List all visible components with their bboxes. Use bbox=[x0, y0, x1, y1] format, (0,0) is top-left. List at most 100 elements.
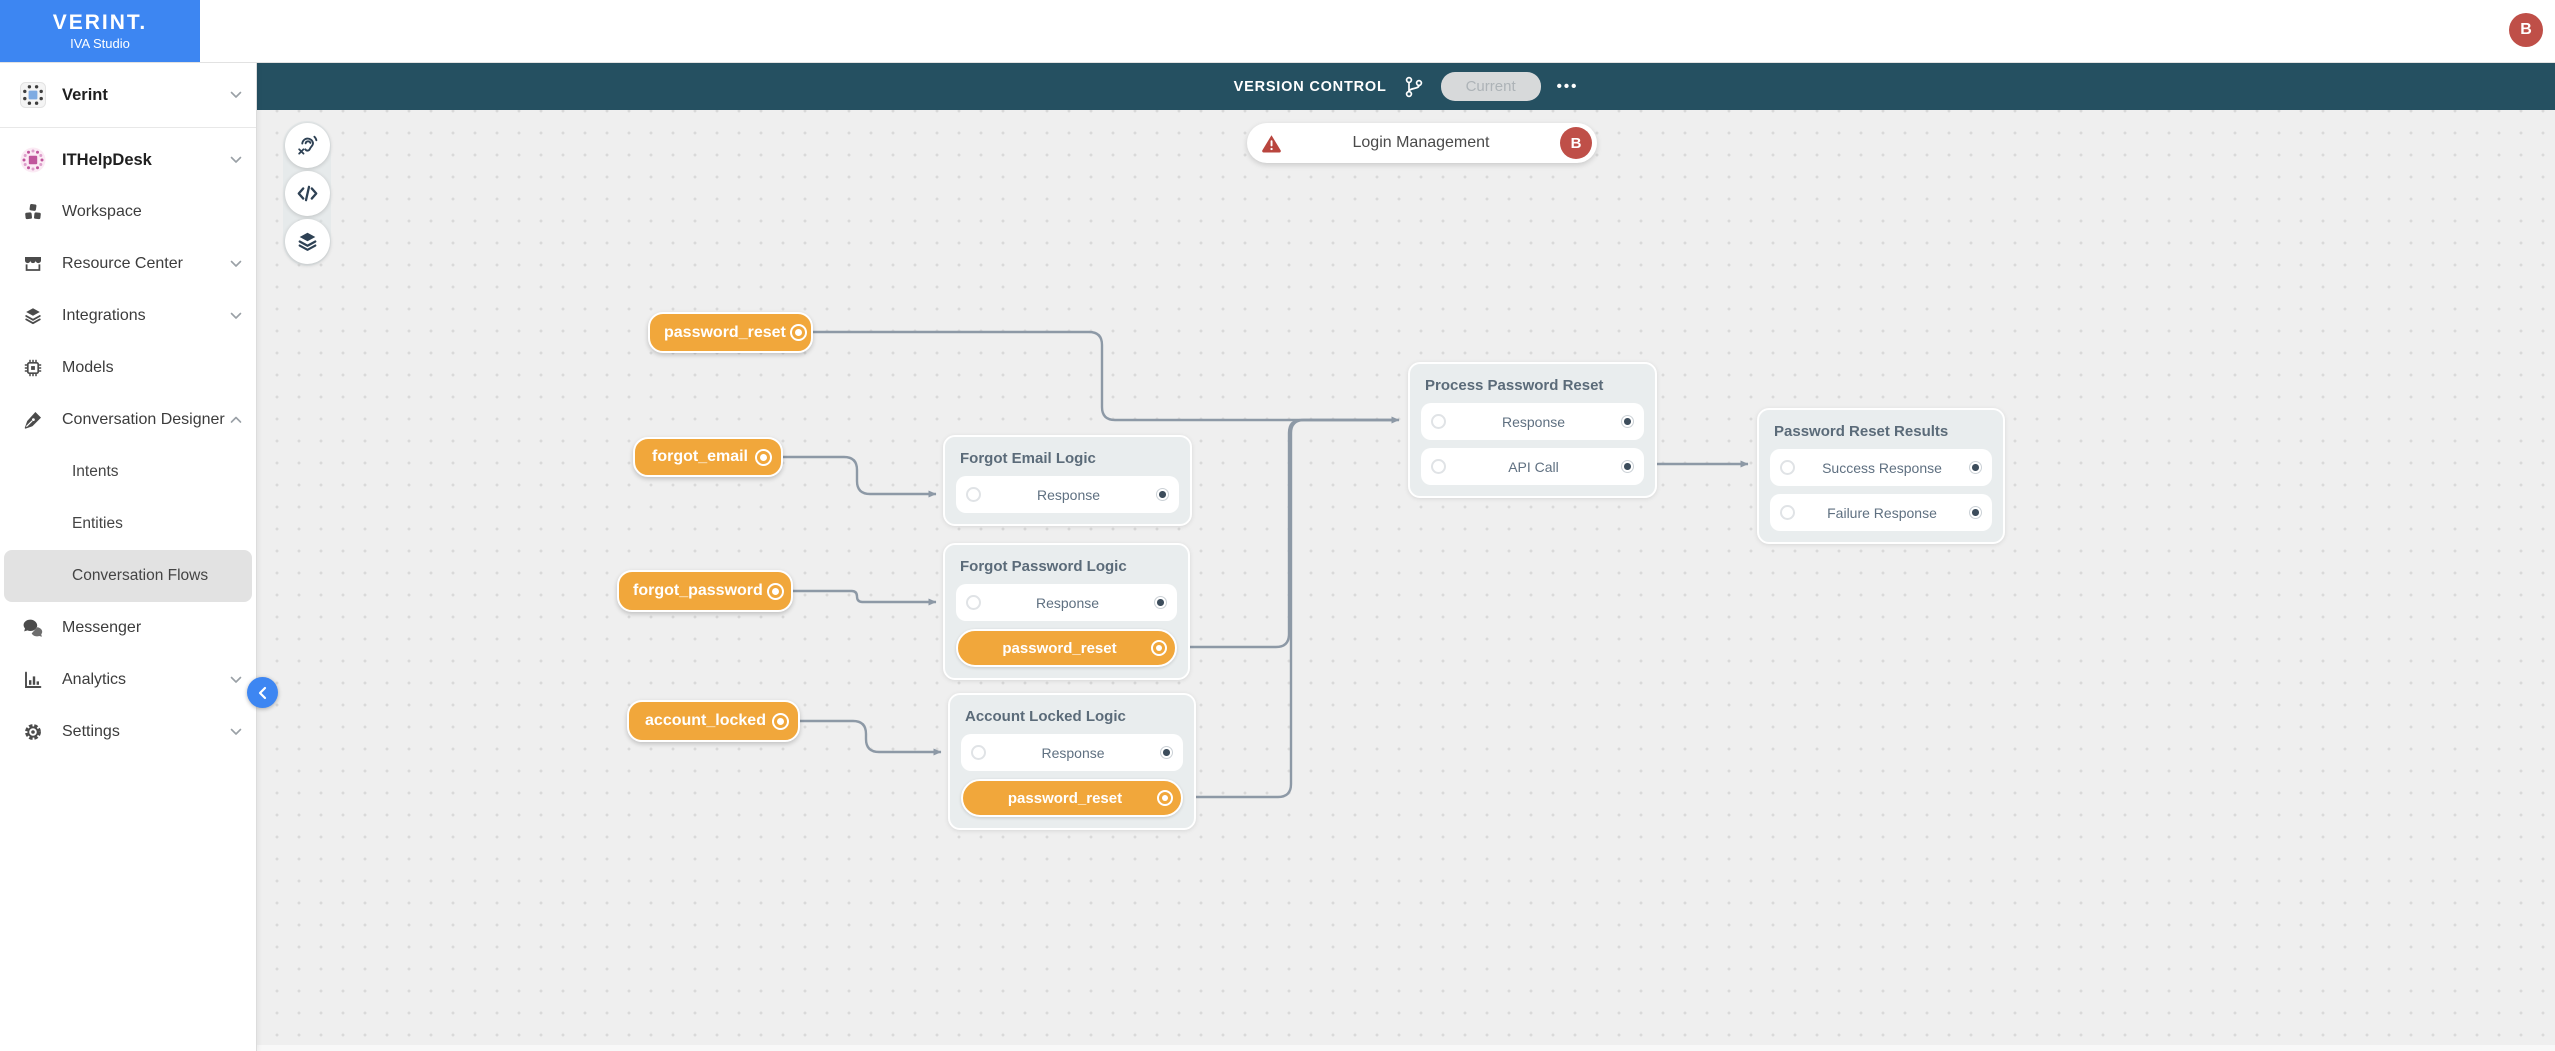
flow-edges bbox=[783, 330, 1749, 799]
intent-label: password_reset bbox=[664, 323, 786, 341]
intent-label: forgot_email bbox=[651, 448, 748, 465]
output-port-icon[interactable] bbox=[1969, 506, 1982, 519]
sidebar-item-settings[interactable]: Settings bbox=[0, 706, 256, 758]
sidebar-item-workspace[interactable]: Workspace bbox=[0, 186, 256, 238]
chevron-down-icon bbox=[230, 86, 242, 104]
output-port-icon[interactable] bbox=[766, 582, 784, 600]
intent-node-account-locked[interactable]: account_locked bbox=[627, 700, 800, 742]
panel-row-response[interactable]: Response bbox=[961, 734, 1183, 771]
input-port-icon[interactable] bbox=[1431, 414, 1446, 429]
panel-row-response[interactable]: Response bbox=[956, 476, 1179, 513]
sidebar-item-conversation-designer[interactable]: Conversation Designer bbox=[0, 394, 256, 446]
flow-owner-badge: B bbox=[1560, 127, 1592, 159]
panel-title: Process Password Reset bbox=[1425, 377, 1604, 394]
layers-button[interactable] bbox=[284, 219, 330, 264]
panel-row-response[interactable]: Response bbox=[956, 584, 1177, 621]
settings-icon bbox=[20, 719, 46, 745]
row-label: Response bbox=[1036, 486, 1101, 503]
sidebar-item-conversation-flows[interactable]: Conversation Flows bbox=[4, 550, 252, 602]
row-label: Failure Response bbox=[1827, 504, 1937, 521]
output-port-icon[interactable] bbox=[1621, 415, 1634, 428]
chevron-up-icon bbox=[230, 411, 242, 429]
sidebar-item-messenger[interactable]: Messenger bbox=[0, 602, 256, 654]
sidebar-item-ithelpdesk[interactable]: ITHelpDesk bbox=[0, 134, 256, 186]
flow-panel-process-password-reset[interactable]: Process Password Reset Response API Call bbox=[1408, 362, 1657, 498]
panel-intent-password-reset[interactable]: password_reset bbox=[961, 779, 1183, 817]
output-port-icon[interactable] bbox=[1154, 596, 1167, 609]
sidebar-item-label: ITHelpDesk bbox=[62, 150, 152, 169]
output-port-icon[interactable] bbox=[1621, 460, 1634, 473]
assistive-listening-button[interactable] bbox=[284, 123, 330, 168]
edge-forgot_password-to-panel bbox=[793, 589, 937, 606]
intent-node-password-reset[interactable]: password_reset bbox=[648, 312, 813, 353]
row-label: Success Response bbox=[1822, 459, 1942, 476]
sidebar-item-verint[interactable]: Verint bbox=[0, 69, 256, 121]
output-port-icon[interactable] bbox=[1151, 640, 1167, 656]
resource-center-icon bbox=[20, 251, 46, 277]
sidebar-item-intents[interactable]: Intents bbox=[0, 446, 256, 498]
ithelpdesk-app-icon bbox=[20, 147, 46, 173]
output-port-icon[interactable] bbox=[1156, 488, 1169, 501]
panel-intent-password-reset[interactable]: password_reset bbox=[956, 629, 1177, 667]
chevron-left-icon bbox=[258, 686, 267, 699]
flow-panel-forgot-email-logic[interactable]: Forgot Email Logic Response bbox=[943, 435, 1192, 526]
more-options-button[interactable]: ••• bbox=[1556, 77, 1579, 95]
panel-title: Forgot Email Logic bbox=[960, 450, 1096, 467]
sidebar-item-models[interactable]: Models bbox=[0, 342, 256, 394]
current-version-button[interactable]: Current bbox=[1440, 72, 1541, 101]
sidebar-item-label: Analytics bbox=[62, 671, 127, 688]
analytics-icon bbox=[20, 667, 46, 693]
code-view-button[interactable] bbox=[284, 171, 330, 216]
code-view-icon bbox=[296, 182, 319, 205]
flow-panel-password-reset-results[interactable]: Password Reset Results Success Response … bbox=[1757, 408, 2005, 544]
intent-node-forgot-email[interactable]: forgot_email bbox=[633, 437, 783, 477]
row-label: API Call bbox=[1508, 458, 1559, 475]
canvas-toolbar bbox=[283, 121, 331, 266]
output-port-icon[interactable] bbox=[1969, 461, 1982, 474]
flow-panel-forgot-password-logic[interactable]: Forgot Password Logic Response password_… bbox=[943, 543, 1190, 680]
output-port-icon[interactable] bbox=[1157, 790, 1173, 806]
output-port-icon[interactable] bbox=[755, 448, 772, 466]
input-port-icon[interactable] bbox=[1431, 459, 1446, 474]
input-port-icon[interactable] bbox=[966, 487, 981, 502]
integrations-icon bbox=[20, 303, 46, 329]
panel-row-success-response[interactable]: Success Response bbox=[1770, 449, 1992, 486]
input-port-icon[interactable] bbox=[966, 595, 981, 610]
sidebar-item-integrations[interactable]: Integrations bbox=[0, 290, 256, 342]
verint-logo: VERINT. IVA Studio bbox=[0, 0, 200, 62]
git-branch-icon bbox=[1403, 75, 1425, 99]
edge-password_reset-to-process bbox=[813, 330, 1400, 424]
flow-title-node[interactable]: Login Management B bbox=[1247, 123, 1597, 163]
user-avatar[interactable]: B bbox=[2509, 13, 2543, 47]
version-control-title: VERSION CONTROL bbox=[1233, 78, 1387, 95]
panel-title: Forgot Password Logic bbox=[960, 558, 1127, 575]
panel-row-failure-response[interactable]: Failure Response bbox=[1770, 494, 1992, 531]
panel-row-api-call[interactable]: API Call bbox=[1421, 448, 1644, 485]
horizontal-scrollbar[interactable] bbox=[257, 1045, 2555, 1051]
sidebar-item-analytics[interactable]: Analytics bbox=[0, 654, 256, 706]
intent-label: password_reset bbox=[1007, 789, 1123, 807]
panel-row-response[interactable]: Response bbox=[1421, 403, 1644, 440]
input-port-icon[interactable] bbox=[971, 745, 986, 760]
flow-canvas[interactable]: Login Management B password_reset forgot… bbox=[257, 110, 2555, 1051]
flow-panel-account-locked-logic[interactable]: Account Locked Logic Response password_r… bbox=[948, 693, 1196, 830]
intent-node-forgot-password[interactable]: forgot_password bbox=[617, 570, 793, 612]
sidebar-collapse-button[interactable] bbox=[247, 677, 278, 708]
panel-title: Password Reset Results bbox=[1774, 423, 1949, 440]
sidebar-item-label: Conversation Designer bbox=[62, 411, 225, 428]
input-port-icon[interactable] bbox=[1780, 460, 1795, 475]
layers-icon bbox=[296, 230, 319, 253]
sidebar-item-entities[interactable]: Entities bbox=[0, 498, 256, 550]
panel-title: Account Locked Logic bbox=[965, 708, 1126, 725]
output-port-icon[interactable] bbox=[789, 324, 807, 341]
verint-app-icon bbox=[20, 82, 46, 108]
row-label: Response bbox=[1041, 744, 1105, 761]
output-port-icon[interactable] bbox=[1160, 746, 1173, 759]
input-port-icon[interactable] bbox=[1780, 505, 1795, 520]
output-port-icon[interactable] bbox=[772, 712, 789, 730]
chevron-down-icon bbox=[230, 671, 242, 689]
intent-label: account_locked bbox=[645, 712, 766, 729]
sidebar-item-resource-center[interactable]: Resource Center bbox=[0, 238, 256, 290]
sidebar-divider bbox=[0, 127, 256, 128]
